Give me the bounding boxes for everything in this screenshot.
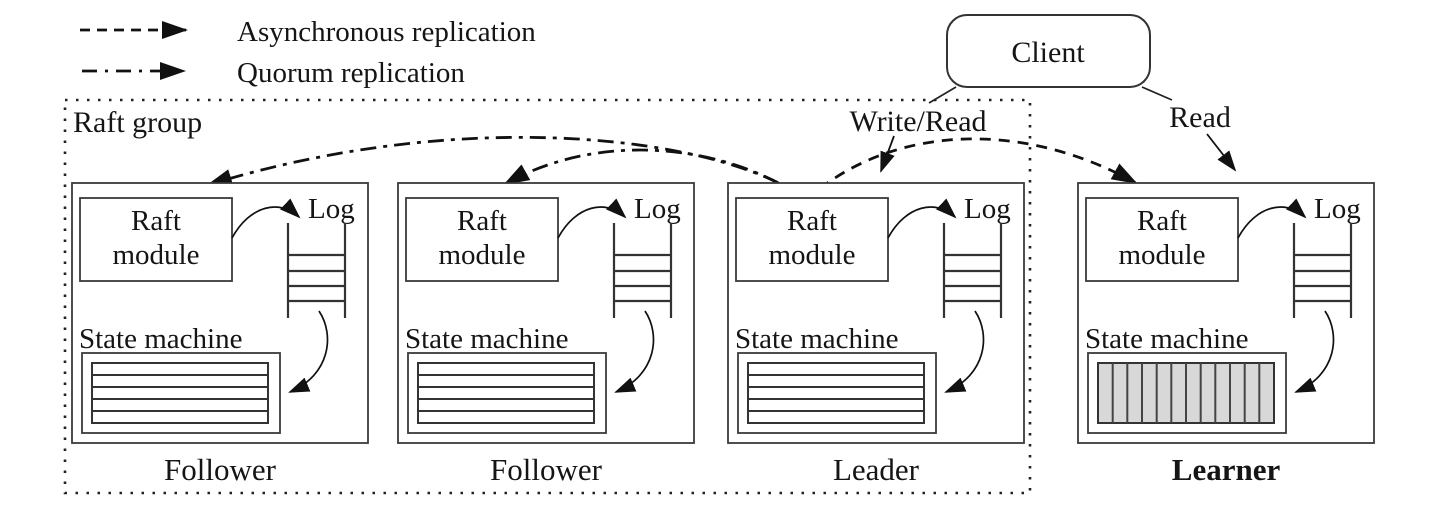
log-to-state-machine-arrow <box>614 310 655 393</box>
node-role-label: Learner <box>1172 452 1281 487</box>
legend: Asynchronous replication Quorum replicat… <box>80 16 536 89</box>
raft-module-label-line1: Raft <box>1137 205 1187 237</box>
client-label: Client <box>1011 36 1085 69</box>
raft-module-label-line2: module <box>1119 239 1206 271</box>
log-stack-icon <box>1292 223 1353 318</box>
client-box <box>946 14 1151 88</box>
log-label: Log <box>308 193 355 225</box>
client-to-read-line <box>1141 86 1173 101</box>
state-machine-rows-icon <box>417 362 595 424</box>
read-label: Read <box>1169 101 1231 134</box>
log-to-state-machine-arrow <box>944 310 985 393</box>
raft-module-label-line1: Raft <box>787 205 837 237</box>
raft-module-label-line2: module <box>439 239 526 271</box>
log-stack-icon <box>942 223 1003 318</box>
legend-label-quorum: Quorum replication <box>237 57 465 89</box>
log-label: Log <box>964 193 1011 225</box>
log-to-state-machine-arrow <box>288 310 329 393</box>
raft-to-log-arrow <box>231 198 301 239</box>
read-arrow <box>1206 133 1237 172</box>
state-machine-label: State machine <box>1085 323 1248 355</box>
node-follower-2: Raft module Log State machine Follower <box>397 182 695 487</box>
replication-edges <box>206 135 1138 204</box>
quorum-replication-to-follower1-arrow <box>206 135 808 202</box>
legend-label-asynchronous: Asynchronous replication <box>237 16 536 48</box>
raft-group-label: Raft group <box>73 106 202 139</box>
raft-module-box <box>735 197 889 282</box>
raft-module-label-line2: module <box>113 239 200 271</box>
raft-to-log-arrow <box>887 198 957 239</box>
raft-module-label-line1: Raft <box>457 205 507 237</box>
state-machine-label: State machine <box>405 323 568 355</box>
client-to-write-read-line <box>928 86 957 104</box>
raft-module-box <box>1085 197 1239 282</box>
raft-to-log-arrow <box>557 198 627 239</box>
node-learner: Raft module Log State machine Learner <box>1077 182 1375 487</box>
log-label: Log <box>1314 193 1361 225</box>
node-role-label: Follower <box>164 452 277 487</box>
asynchronous-replication-to-learner-arrow <box>804 137 1138 203</box>
node-follower-1: Raft module Log State machine Follower <box>71 182 369 487</box>
log-label: Log <box>634 193 681 225</box>
state-machine-label: State machine <box>735 323 898 355</box>
raft-module-label-line1: Raft <box>131 205 181 237</box>
quorum-replication-to-follower2-arrow <box>503 148 808 204</box>
log-stack-icon <box>612 223 673 318</box>
raft-group-dotted-border <box>63 98 1032 495</box>
raft-group-boundary: Raft group <box>63 98 1032 495</box>
write-read-label: Write/Read <box>849 105 986 138</box>
raft-module-box <box>79 197 233 282</box>
state-machine-rows-icon <box>747 362 925 424</box>
node-role-label: Follower <box>490 452 603 487</box>
log-to-state-machine-arrow <box>1294 310 1335 393</box>
raft-module-label-line2: module <box>769 239 856 271</box>
node-leader: Raft module Log State machine Leader <box>727 182 1025 487</box>
log-stack-icon <box>286 223 347 318</box>
state-machine-columns-icon <box>1097 362 1275 424</box>
state-machine-label: State machine <box>79 323 242 355</box>
state-machine-rows-icon <box>91 362 269 424</box>
client-node: Client <box>928 14 1173 104</box>
raft-to-log-arrow <box>1237 198 1307 239</box>
request-edges: Write/Read Read <box>849 101 1237 173</box>
node-role-label: Leader <box>833 452 920 487</box>
raft-module-box <box>405 197 559 282</box>
